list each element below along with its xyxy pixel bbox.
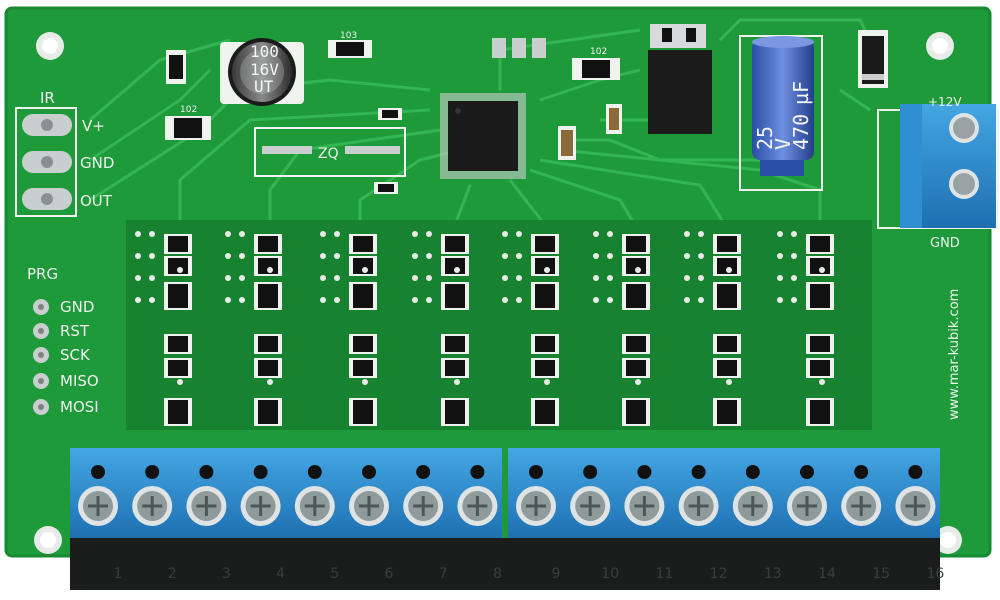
large-capacitor-capacitance-unit: µF bbox=[789, 81, 813, 105]
terminal-number-4: 4 bbox=[276, 566, 285, 582]
smd-diode bbox=[166, 50, 186, 84]
large-capacitor-voltage-unit: V bbox=[771, 138, 795, 150]
terminal-screw-6 bbox=[349, 465, 389, 526]
terminal-screw-4 bbox=[240, 465, 281, 526]
resistor-103-label: 103 bbox=[340, 31, 357, 41]
output-terminal-blocks bbox=[70, 448, 940, 590]
terminal-screw-8 bbox=[457, 465, 498, 526]
smd-pads-top bbox=[492, 38, 546, 58]
terminal-number-16: 16 bbox=[926, 566, 944, 582]
smd-capacitors bbox=[374, 104, 622, 194]
terminal-screw-10 bbox=[570, 465, 611, 526]
small-capacitor-value: 100 bbox=[250, 42, 279, 61]
large-capacitor bbox=[739, 35, 823, 191]
website-text: www.mar-kubik.com bbox=[947, 289, 962, 420]
prg-pin-mosi: MOSI bbox=[60, 398, 99, 416]
large-capacitor-voltage: 25 bbox=[753, 126, 777, 150]
terminal-number-14: 14 bbox=[818, 566, 836, 582]
protection-diode bbox=[858, 30, 888, 88]
resistor-102-right bbox=[572, 58, 620, 80]
terminal-screw-5 bbox=[294, 465, 335, 526]
prg-pin-rst: RST bbox=[60, 322, 90, 340]
terminal-screw-2 bbox=[132, 465, 173, 526]
channel-8 bbox=[768, 220, 872, 430]
ir-pin-out: OUT bbox=[80, 192, 113, 210]
power-terminal-block bbox=[877, 104, 999, 229]
power-label: +12V bbox=[928, 95, 962, 109]
channel-3 bbox=[311, 220, 415, 430]
terminal-number-9: 9 bbox=[552, 566, 561, 582]
terminal-screw-14 bbox=[787, 465, 827, 526]
terminal-number-6: 6 bbox=[385, 566, 394, 582]
terminal-screw-3 bbox=[186, 465, 227, 526]
terminal-block-base bbox=[70, 538, 940, 590]
terminal-number-7: 7 bbox=[439, 566, 448, 582]
terminal-screw-7 bbox=[403, 465, 444, 526]
channel-4 bbox=[403, 220, 507, 430]
terminal-number-8: 8 bbox=[493, 566, 502, 582]
crystal-label: ZQ bbox=[318, 146, 339, 162]
resistor-102-left-label: 102 bbox=[180, 105, 197, 115]
ir-label: IR bbox=[40, 89, 55, 107]
terminal-number-3: 3 bbox=[222, 566, 231, 582]
large-capacitor-capacitance: 470 bbox=[789, 114, 813, 150]
resistor-102-right-label: 102 bbox=[590, 47, 607, 57]
terminal-number-15: 15 bbox=[872, 566, 890, 582]
channel-7 bbox=[675, 220, 779, 430]
prg-pin-sck: SCK bbox=[60, 346, 91, 364]
terminal-number-13: 13 bbox=[764, 566, 782, 582]
terminal-screw-15 bbox=[841, 465, 882, 526]
voltage-regulator bbox=[648, 24, 712, 134]
terminal-screw-13 bbox=[732, 465, 773, 526]
crystal-oscillator bbox=[254, 127, 406, 177]
channel-6 bbox=[584, 220, 688, 430]
small-capacitor bbox=[220, 38, 304, 106]
ir-connector-outline bbox=[15, 107, 77, 217]
channel-5 bbox=[493, 220, 597, 430]
terminal-number-11: 11 bbox=[655, 566, 673, 582]
channel-1 bbox=[126, 220, 230, 430]
ir-pin-gnd: GND bbox=[80, 154, 114, 172]
mounting-holes bbox=[34, 32, 962, 554]
output-channels bbox=[126, 220, 872, 430]
prg-pin-miso: MISO bbox=[60, 372, 99, 390]
power-gnd-label: GND bbox=[930, 236, 960, 251]
terminal-screw-16 bbox=[895, 465, 936, 526]
terminal-number-5: 5 bbox=[330, 566, 339, 582]
terminal-screw-9 bbox=[516, 465, 556, 526]
ir-pin-vplus: V+ bbox=[82, 117, 105, 135]
terminal-screw-1 bbox=[78, 465, 118, 526]
prg-pin-gnd: GND bbox=[60, 298, 94, 316]
terminal-number-1: 1 bbox=[114, 566, 123, 582]
resistor-103 bbox=[328, 40, 372, 58]
terminal-screw-11 bbox=[624, 465, 665, 526]
terminal-screw-12 bbox=[678, 465, 719, 526]
terminal-number-10: 10 bbox=[601, 566, 619, 582]
small-capacitor-voltage: 16V bbox=[250, 60, 279, 79]
channel-2 bbox=[216, 220, 320, 430]
terminal-number-2: 2 bbox=[168, 566, 177, 582]
ir-pads bbox=[22, 114, 72, 210]
small-capacitor-series: UT bbox=[254, 77, 274, 96]
terminal-number-12: 12 bbox=[710, 566, 728, 582]
microcontroller-chip bbox=[440, 93, 526, 179]
resistor-102-left bbox=[165, 116, 211, 140]
prg-pads bbox=[33, 299, 49, 415]
prg-label: PRG bbox=[27, 265, 58, 283]
